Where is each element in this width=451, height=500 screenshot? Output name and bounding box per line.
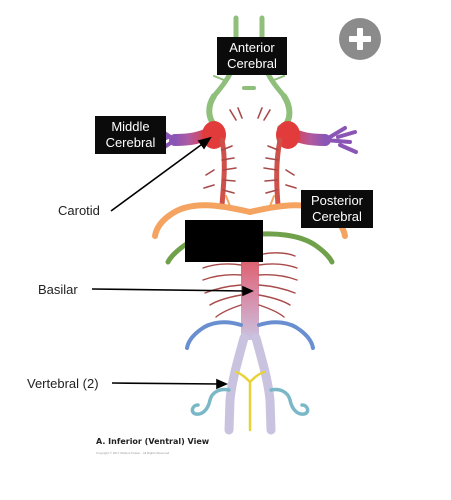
label-posterior-cerebral-line1: Posterior — [310, 193, 364, 208]
redaction-block — [185, 220, 263, 262]
copyright-line: Copyright © 2017 Wolters Kluwer · All Ri… — [96, 451, 170, 455]
label-middle-cerebral-line1: Middle — [111, 119, 150, 134]
plus-icon — [349, 28, 371, 50]
label-basilar: Basilar — [38, 282, 78, 297]
label-anterior-cerebral-line1: Anterior — [229, 40, 275, 55]
label-anterior-cerebral: Anterior Cerebral — [217, 37, 287, 75]
zoom-button[interactable] — [339, 18, 381, 60]
anterior-spinal-artery — [234, 370, 266, 432]
posterior-inferior-cerebellar-arteries — [190, 387, 310, 416]
perforating-branches — [203, 107, 297, 194]
label-middle-cerebral: Middle Cerebral — [95, 116, 166, 154]
vertebral-arteries — [224, 333, 276, 435]
label-anterior-cerebral-line2: Cerebral — [227, 56, 277, 71]
label-posterior-cerebral: Posterior Cerebral — [301, 190, 373, 228]
pointer-arrows — [91, 136, 254, 390]
label-carotid: Carotid — [58, 203, 100, 218]
label-middle-cerebral-line2: Cerebral — [105, 135, 156, 150]
figure-caption: A. Inferior (Ventral) View — [96, 437, 210, 446]
anterior-inferior-cerebellar-arteries — [185, 320, 315, 350]
label-posterior-cerebral-line2: Cerebral — [312, 209, 362, 224]
label-vertebral: Vertebral (2) — [27, 376, 99, 391]
